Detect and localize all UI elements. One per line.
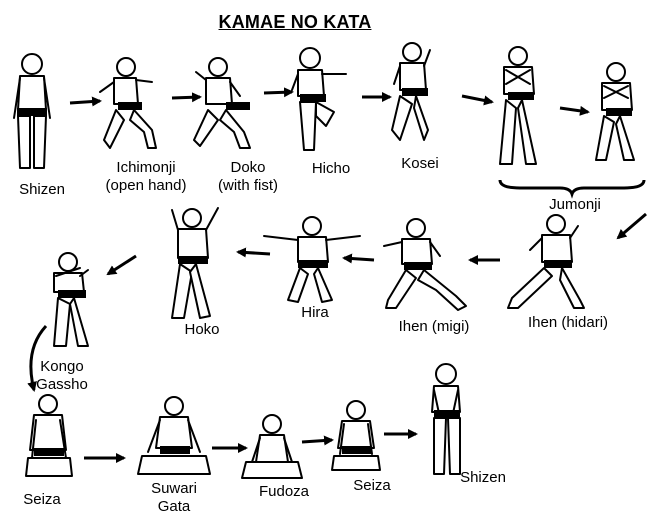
figure-kosei	[391, 42, 431, 141]
arrow-7	[616, 212, 647, 240]
arrow-9	[342, 253, 375, 264]
figure-jumonji-1	[499, 46, 537, 165]
label-ihen-hidari: Ihen (hidari)	[527, 314, 609, 331]
label-hicho: Hicho	[311, 160, 351, 177]
flow-arrows	[27, 87, 647, 463]
figure-doko	[193, 57, 251, 149]
arrow-1	[69, 96, 102, 107]
figure-shizen-start	[13, 53, 51, 169]
figure-fudoza	[241, 414, 303, 479]
label-hira: Hira	[301, 304, 329, 321]
label-ihen-migi: Ihen (migi)	[398, 318, 470, 335]
arrow-11	[106, 254, 137, 276]
label-hoko: Hoko	[184, 321, 220, 338]
jumonji-brace	[498, 179, 646, 199]
figure-seiza-2	[331, 400, 381, 471]
figure-hicho	[291, 47, 347, 151]
label-shizen-start: Shizen	[19, 181, 65, 198]
figure-shizen-end	[431, 363, 461, 475]
label-jumonji: Jumonji	[549, 196, 601, 213]
figure-hoko	[171, 207, 219, 319]
arrow-10	[236, 247, 271, 258]
figure-jumonji-2	[595, 62, 635, 161]
arrow-5	[461, 94, 494, 106]
figure-ichimonji	[99, 57, 157, 149]
arrow-3	[263, 87, 294, 98]
figure-ihen-migi	[383, 218, 467, 311]
label-suwari-gata: Suwari Gata	[151, 480, 197, 515]
label-kosei: Kosei	[401, 155, 439, 172]
label-shizen-end: Shizen	[460, 469, 506, 486]
label-fudoza: Fudoza	[258, 483, 310, 500]
label-ichimonji: Ichimonji (open hand)	[105, 159, 187, 194]
arrow-15	[301, 435, 334, 446]
label-seiza-1: Seiza	[23, 491, 61, 508]
diagram-title: KAMAE NO KATA	[218, 12, 372, 32]
figure-hira	[263, 216, 361, 303]
arrow-12	[27, 324, 48, 392]
figure-ihen-hidari	[507, 214, 585, 309]
figure-kongo-gassho	[53, 252, 89, 347]
arrow-2	[171, 92, 202, 103]
label-seiza-2: Seiza	[353, 477, 391, 494]
label-kongo-gassho: Kongo Gassho	[36, 358, 88, 393]
figure-suwari-gata	[137, 396, 211, 475]
figure-seiza-1	[25, 394, 73, 477]
arrow-6	[559, 105, 590, 116]
label-doko: Doko (with fist)	[218, 159, 278, 194]
